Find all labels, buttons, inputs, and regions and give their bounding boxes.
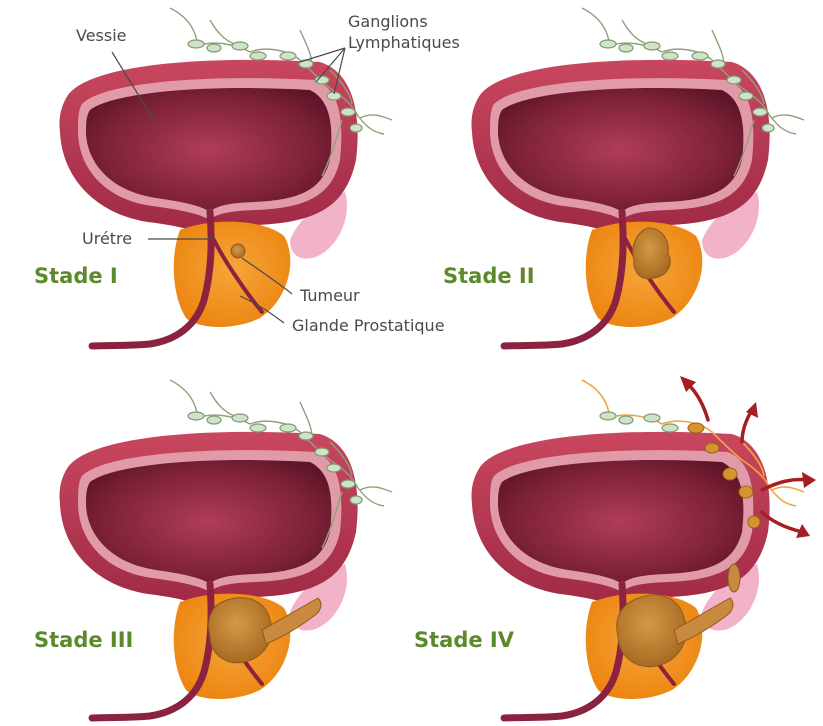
label-lymph-nodes-line1: Ganglions	[348, 12, 428, 32]
stage-label-4: Stade IV	[414, 628, 514, 652]
tumor-small	[231, 244, 245, 258]
label-urethra: Urétre	[82, 229, 132, 249]
stage-3-illustration	[59, 380, 392, 718]
stage-label-3: Stade III	[34, 628, 133, 652]
stage-label-1: Stade I	[34, 264, 118, 288]
label-tumor: Tumeur	[300, 286, 360, 306]
label-lymph-nodes-line2: Lymphatiques	[348, 33, 460, 53]
stage-2-illustration	[471, 8, 804, 346]
stage-4-illustration	[471, 376, 816, 718]
label-bladder: Vessie	[76, 26, 127, 46]
stage-label-2: Stade II	[443, 264, 535, 288]
seminal-vesicle-tumor	[728, 564, 740, 592]
label-prostate: Glande Prostatique	[292, 316, 445, 336]
